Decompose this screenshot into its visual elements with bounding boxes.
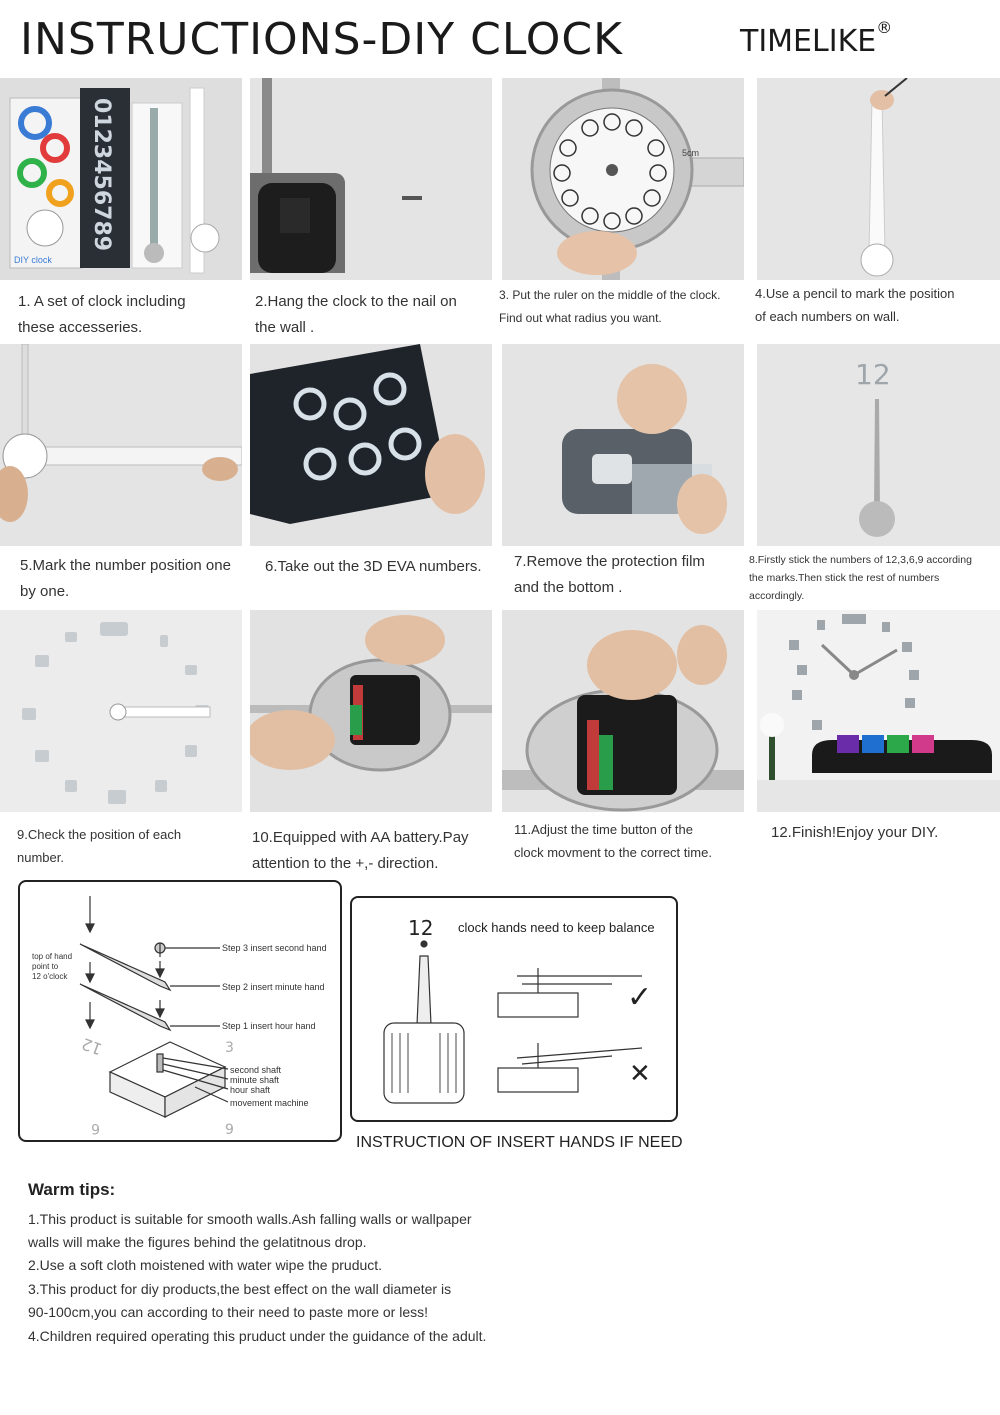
mark-number-illustration [0, 344, 242, 546]
ruler-mark-text: 5cm [682, 148, 699, 158]
step-2-photo [250, 78, 492, 280]
step-7-photo [502, 344, 744, 546]
hands-assembly-drawing: 12 3 6 9 [79, 896, 234, 1138]
insert-hands-caption: INSTRUCTION OF INSERT HANDS IF NEED [356, 1134, 683, 1151]
step-1-label: Step 1 insert hour hand [222, 1021, 316, 1031]
brand-logo: TIMELIKE® [740, 18, 892, 59]
balance-note: clock hands need to keep balance [458, 920, 655, 935]
eva-numbers-illustration [250, 344, 492, 546]
warm-tips-title: Warm tips: [28, 1180, 116, 1199]
tip-line: 2.Use a soft cloth moistened with water … [28, 1257, 383, 1273]
tip-line: 3.This product for diy products,the best… [28, 1281, 452, 1297]
step-4-photo [757, 78, 1000, 280]
step-8-photo: 12 [757, 344, 1000, 546]
battery-illustration [250, 610, 492, 812]
step-3-label: Step 3 insert second hand [222, 943, 327, 953]
pencil-mark-illustration [757, 78, 1000, 280]
brand-name: TIMELIKE [740, 24, 877, 59]
second-shaft-label: second shaft [230, 1065, 282, 1075]
balance-drawing [383, 940, 643, 1104]
remove-film-illustration [502, 344, 744, 546]
tip-line: 4.Children required operating this prudu… [28, 1328, 487, 1344]
balance-diagram: 12 clock hands need to keep balance ✓ ✕ [350, 896, 678, 1122]
step-6-caption: 6.Take out the 3D EVA numbers. [265, 558, 482, 575]
svg-text:6: 6 [91, 1120, 100, 1136]
step-1-photo: DIY clock 0123456789 [0, 78, 242, 280]
svg-text:9: 9 [225, 1122, 234, 1138]
step-12-photo [757, 610, 1000, 812]
accessories-illustration: DIY clock 0123456789 [0, 78, 242, 280]
svg-text:3: 3 [225, 1040, 234, 1056]
box-numbers-text: 0123456789 [89, 98, 114, 251]
box-brand-text: DIY clock [14, 255, 52, 265]
tip-line: 1.This product is suitable for smooth wa… [28, 1211, 472, 1227]
number-positions-illustration [0, 610, 242, 812]
step-6-photo [250, 344, 492, 546]
movement-machine-label: movement machine [230, 1098, 309, 1108]
page-title: INSTRUCTIONS-DIY CLOCK [20, 14, 624, 65]
check-icon: ✓ [627, 981, 653, 1014]
minute-shaft-label: minute shaft [230, 1075, 280, 1085]
adjust-time-illustration [502, 610, 744, 812]
step-5-photo [0, 344, 242, 546]
step-3-photo: 5cm [502, 78, 744, 280]
stick-numbers-illustration: 12 [757, 344, 1000, 546]
finished-room-illustration [757, 610, 1000, 812]
ruler-clock-illustration: 5cm [502, 78, 744, 280]
cross-icon: ✕ [629, 1058, 651, 1088]
insert-hands-diagram: 12 3 6 9 Step 3 insert second hand Step … [18, 880, 342, 1142]
step-2-label: Step 2 insert minute hand [222, 982, 325, 992]
twelve-numeral: 12 [855, 358, 891, 391]
step-12-caption: 12.Finish!Enjoy your DIY. [771, 824, 939, 841]
tip-line: 90-100cm,you can according to their need… [28, 1304, 428, 1320]
twelve-label: 12 [408, 916, 434, 940]
step-11-photo [502, 610, 744, 812]
hour-shaft-label: hour shaft [230, 1085, 271, 1095]
step-10-photo [250, 610, 492, 812]
step-8-caption: 8.Firstly stick the numbers of 12,3,6,9 … [749, 554, 972, 602]
svg-text:12: 12 [79, 1034, 105, 1059]
step-9-photo [0, 610, 242, 812]
tip-line: walls will make the figures behind the g… [28, 1234, 367, 1250]
registered-mark: ® [876, 18, 893, 37]
hang-clock-illustration [250, 78, 492, 280]
step-3-caption: 3. Put the ruler on the middle of the cl… [499, 288, 721, 325]
